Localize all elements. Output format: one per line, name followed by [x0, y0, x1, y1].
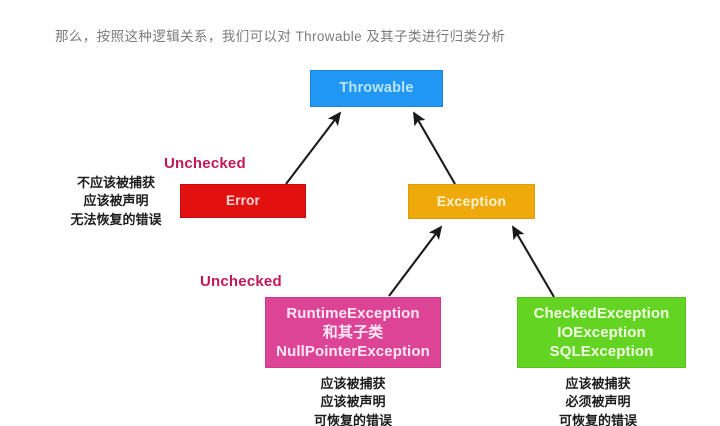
- node-error-label: Error: [225, 193, 260, 209]
- node-exception-label: Exception: [436, 192, 507, 209]
- caption-checked-exception-line-2: 必须被声明: [565, 394, 631, 410]
- node-throwable-label: Throwable: [339, 80, 414, 97]
- node-runtime-exception-line-3: NullPointerException: [276, 343, 430, 361]
- node-checked-exception-line-1: CheckedException: [533, 304, 670, 322]
- arrow-exception-to-throwable: [413, 111, 456, 185]
- arrow-error-to-throwable: [285, 111, 342, 185]
- caption-runtime-exception-line-1: 应该被捕获: [320, 376, 386, 391]
- node-runtime-exception-line-1: RuntimeException: [286, 304, 420, 322]
- node-throwable[interactable]: Throwable: [310, 70, 443, 107]
- unchecked-label-runtime: Unchecked: [200, 273, 282, 290]
- node-runtime-exception-line-2: 和其子类: [322, 323, 384, 341]
- caption-error: 不应该被捕获 应该被声明 无法恢复的错误: [55, 174, 177, 229]
- caption-error-line-3: 无法恢复的错误: [70, 211, 162, 227]
- arrow-checked-to-exception: [512, 225, 555, 298]
- node-runtime-exception[interactable]: RuntimeException 和其子类 NullPointerExcepti…: [265, 297, 441, 368]
- caption-checked-exception: 应该被捕获 必须被声明 可恢复的错误: [537, 375, 659, 426]
- node-exception[interactable]: Exception: [408, 184, 535, 219]
- node-checked-exception[interactable]: CheckedException IOException SQLExceptio…: [517, 297, 686, 368]
- unchecked-label-error: Unchecked: [164, 155, 246, 172]
- node-error[interactable]: Error: [180, 184, 306, 218]
- caption-error-line-1: 不应该被捕获: [76, 175, 155, 190]
- caption-error-line-2: 应该被声明: [83, 193, 149, 209]
- node-checked-exception-line-2: IOException: [557, 323, 646, 341]
- caption-runtime-exception: 应该被捕获 应该被声明 可恢复的错误: [292, 375, 414, 426]
- caption-checked-exception-line-1: 应该被捕获: [565, 376, 631, 391]
- node-checked-exception-line-3: SQLException: [549, 343, 654, 361]
- caption-checked-exception-line-3: 可恢复的错误: [558, 412, 637, 426]
- header-description-text: 那么，按照这种逻辑关系，我们可以对 Throwable 及其子类进行归类分析: [55, 29, 506, 44]
- arrow-runtime-to-exception: [388, 225, 443, 297]
- caption-runtime-exception-line-3: 可恢复的错误: [313, 412, 392, 426]
- caption-runtime-exception-line-2: 应该被声明: [320, 394, 386, 410]
